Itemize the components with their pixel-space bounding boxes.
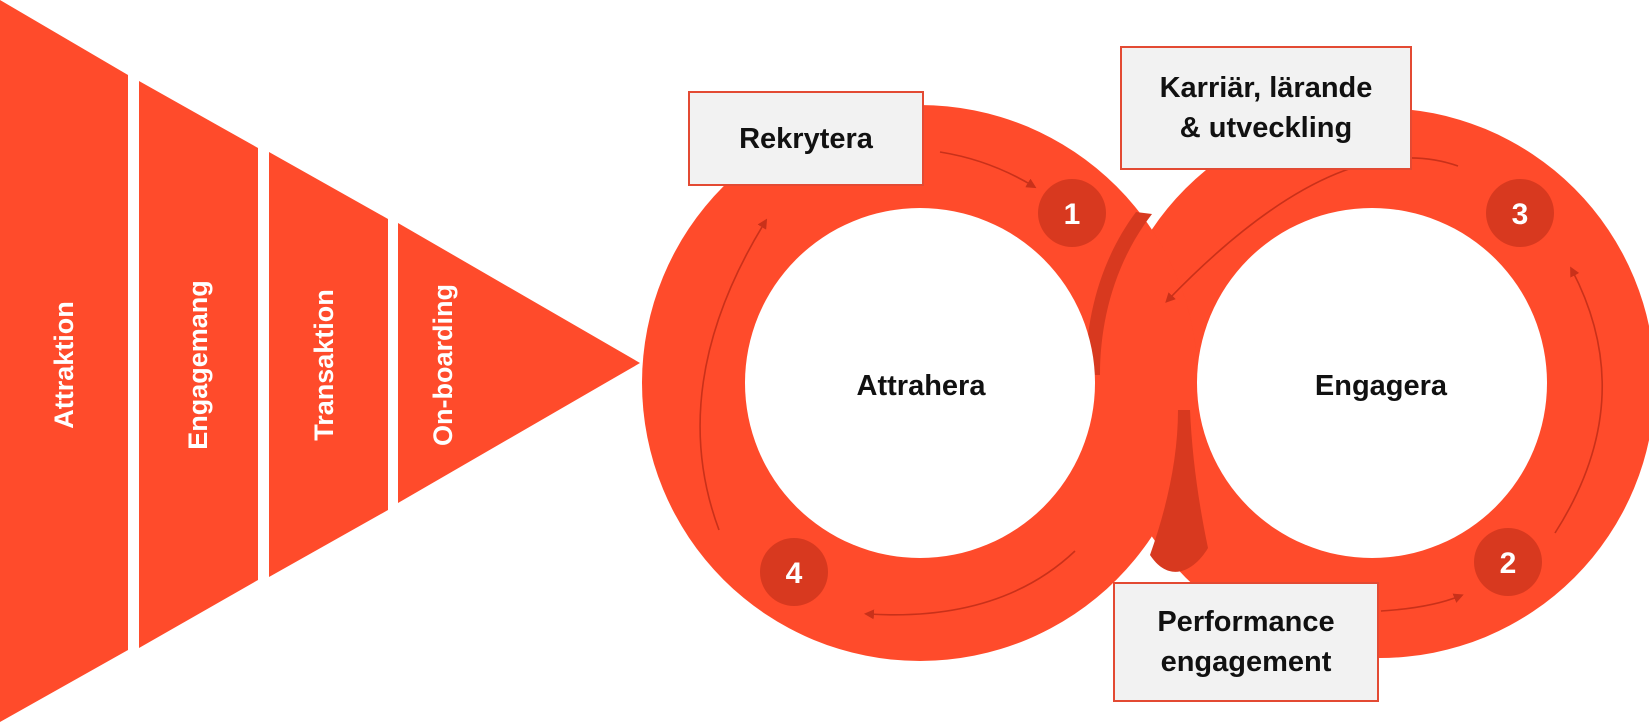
step-badge-3 <box>1486 179 1554 247</box>
callout-label-line: Performance <box>1157 606 1335 638</box>
arrow-right-ring-up <box>1554 266 1604 534</box>
ring-overlap-shadow <box>1150 410 1208 572</box>
arrow-left-ring-bottom <box>864 550 1076 620</box>
funnel-stage-label: On-boarding <box>428 284 458 446</box>
funnel-stage-engagemang <box>139 81 258 648</box>
left-ring-label: Attrahera <box>857 370 987 402</box>
arrow-performance-to-2 <box>1380 593 1464 612</box>
step-number-2: 2 <box>1500 547 1517 580</box>
callout-label-line: Karriär, lärande <box>1159 72 1373 104</box>
left-ring-hole <box>745 208 1095 558</box>
funnel-stage-label: Attraktion <box>49 301 79 429</box>
step-badge-4 <box>760 538 828 606</box>
arrow-left-ring-up <box>699 218 768 531</box>
funnel-stage-onboarding <box>398 223 640 503</box>
arrow-3-to-performance-engagement-loop <box>1165 157 1459 303</box>
step-badge-2 <box>1474 528 1542 596</box>
arrow-rekrytera-to-1 <box>939 151 1037 189</box>
step-badges: 1 2 3 4 <box>760 179 1554 606</box>
funnel-stage-transaktion <box>269 152 388 577</box>
callout-karriar-larande-utveckling: Karriär, lärande & utveckling <box>1120 46 1412 170</box>
step-badge-1 <box>1038 179 1106 247</box>
callout-label-line: & utveckling <box>1179 112 1353 144</box>
callout-label-line: engagement <box>1160 646 1332 678</box>
cycle-arrows <box>699 151 1604 620</box>
callout-rekrytera: Rekrytera <box>688 91 924 186</box>
step-number-3: 3 <box>1512 198 1529 231</box>
step-number-1: 1 <box>1064 198 1081 231</box>
funnel-stage-label: Engagemang <box>183 280 213 450</box>
funnel-stage-attraktion <box>0 0 128 722</box>
funnel-stage-label: Transaktion <box>309 289 339 441</box>
funnel: Attraktion Engagemang Transaktion On-boa… <box>0 0 640 722</box>
right-ring-label: Engagera <box>1315 370 1448 402</box>
step-number-4: 4 <box>786 557 803 590</box>
right-ring-hole <box>1197 208 1547 558</box>
callout-label: Rekrytera <box>739 122 873 155</box>
ring-overlap-shadow <box>1085 212 1152 375</box>
callout-performance-engagement: Performance engagement <box>1113 582 1379 702</box>
